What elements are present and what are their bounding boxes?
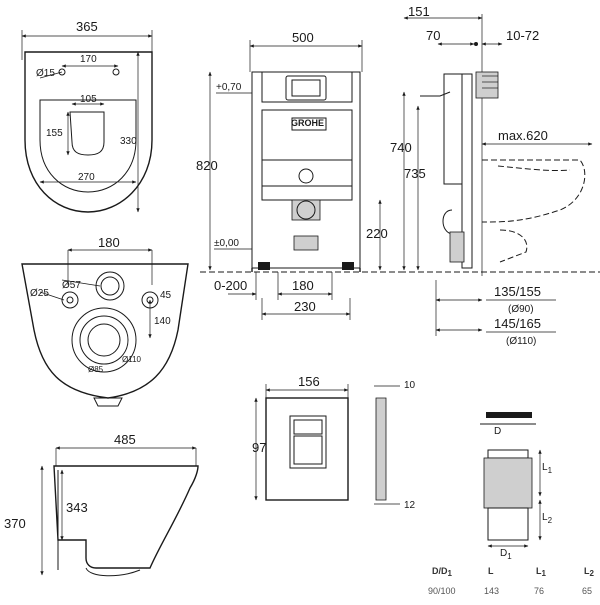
seat-length-label: 155 [46,128,63,139]
plate-thickness-label: 10 [404,380,416,391]
frame-front-view: 500 GROHE +0,70 820 ±0,00 220 0-200 [196,30,400,320]
frame-side-740-label: 740 [390,140,412,155]
connector-l1-label: L1 [542,462,553,475]
side-height-label: 370 [4,516,26,531]
table-value-l: 143 [484,586,499,596]
offset-label: 140 [154,316,171,327]
bowl-width-label: 365 [76,19,98,34]
plate-depth-label: 12 [404,500,416,511]
seat-width-label: 105 [80,94,97,105]
frame-spacing-230-label: 230 [294,299,316,314]
small-hole-diameter-label: Ø25 [30,288,49,299]
table-header-l2: L2 [584,566,595,578]
outlet-diameter-label: Ø85 [88,365,104,374]
grohe-brand-label: GROHE [291,118,324,128]
pipe-90-diameter-label: (Ø90) [508,304,534,315]
pipe-110-diameter-label: (Ø110) [506,336,536,347]
mount-spacing-label: 180 [98,235,120,250]
frame-spacing-180-label: 180 [292,278,314,293]
connector-d-label: D [494,426,501,437]
frame-side-view: 151 70 10-72 740 735 max.620 135/155 (Ø9… [390,4,600,347]
pipe-110-label: 145/165 [494,316,541,331]
bowl-bottom-view: 180 Ø25 Ø57 45 140 Ø85 Ø110 [21,235,189,407]
bowl-side-view: 485 370 343 [4,432,199,577]
table-header-l1: L1 [536,566,547,578]
plate-height-label: 97 [252,440,266,455]
frame-height-label: 820 [196,158,218,173]
table-header-dd1: D/D1 [432,566,453,578]
frame-side-70-label: 70 [426,28,440,43]
table-value-dd1: 90/100 [428,586,456,596]
connector-view: D L1 L2 D1 [480,412,553,561]
side-inner-height-label: 343 [66,500,88,515]
plate-width-label: 156 [298,374,320,389]
frame-side-max-label: max.620 [498,128,548,143]
frame-adjust-label: 0-200 [214,278,247,293]
connector-l2-label: L2 [542,512,553,525]
frame-side-735-label: 735 [404,166,426,181]
frame-top-level-label: +0,70 [216,82,242,93]
frame-inlet-label: 220 [366,226,388,241]
outer-diameter-label: Ø110 [122,355,142,364]
side-length-label: 485 [114,432,136,447]
table-value-l2: 65 [582,586,592,596]
inner-width-label: 270 [78,172,95,183]
frame-side-151-label: 151 [408,4,430,19]
hole-diameter-label: Ø15 [36,68,55,79]
frame-zero-level-label: ±0,00 [214,238,239,249]
dimension-table: D/D1 L L1 L2 90/100 143 76 65 [428,566,595,596]
angle-label: 45 [160,290,172,301]
bowl-length-label: 330 [120,136,137,147]
table-value-l1: 76 [534,586,544,596]
flush-plate-view: 156 97 10 12 [252,374,416,511]
bowl-top-view: 365 170 Ø15 105 155 330 270 [21,19,153,213]
holes-spacing-label: 170 [80,54,97,65]
frame-side-range-label: 10-72 [506,28,539,43]
inlet-diameter-label: Ø57 [62,280,81,291]
table-header-l: L [488,566,494,576]
frame-width-label: 500 [292,30,314,45]
connector-d1-label: D1 [500,548,512,561]
pipe-90-label: 135/155 [494,284,541,299]
